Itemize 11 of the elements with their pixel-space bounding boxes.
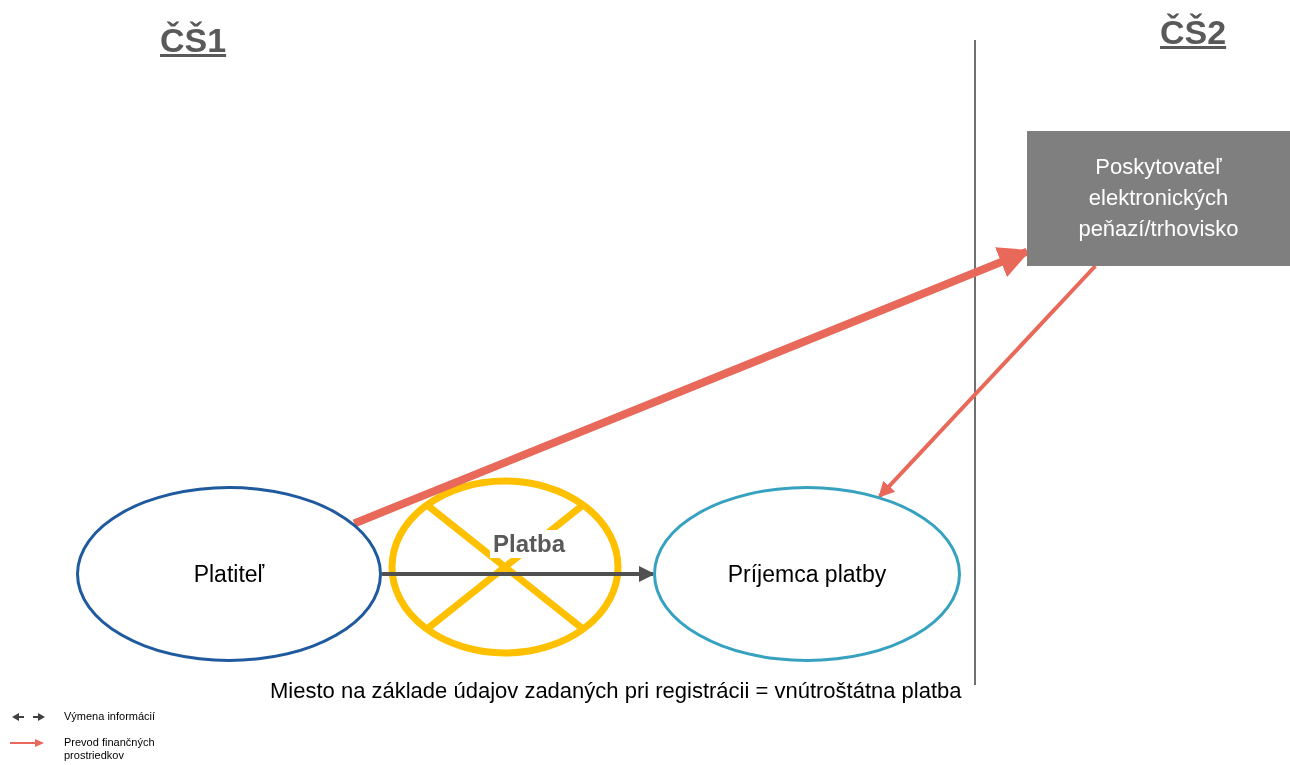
ellipse-node: Platiteľ	[76, 486, 382, 662]
edge-label: Platba	[490, 530, 569, 558]
legend-text: Výmena informácií	[64, 710, 157, 723]
note-text: Miesto na základe údajov zadaných pri registrácii = vnútroštátna platba	[270, 678, 962, 705]
region-heading: ČŠ1	[160, 20, 227, 61]
region-heading: ČŠ2	[1160, 12, 1227, 53]
legend-text: Prevod finančných prostriedkov	[64, 736, 156, 762]
process-box: Poskytovateľ elektronických peňazí/trhovisko	[1027, 131, 1290, 266]
ellipse-node: Príjemca platby	[653, 486, 961, 662]
arrow	[878, 264, 1097, 498]
arrow	[382, 566, 655, 582]
